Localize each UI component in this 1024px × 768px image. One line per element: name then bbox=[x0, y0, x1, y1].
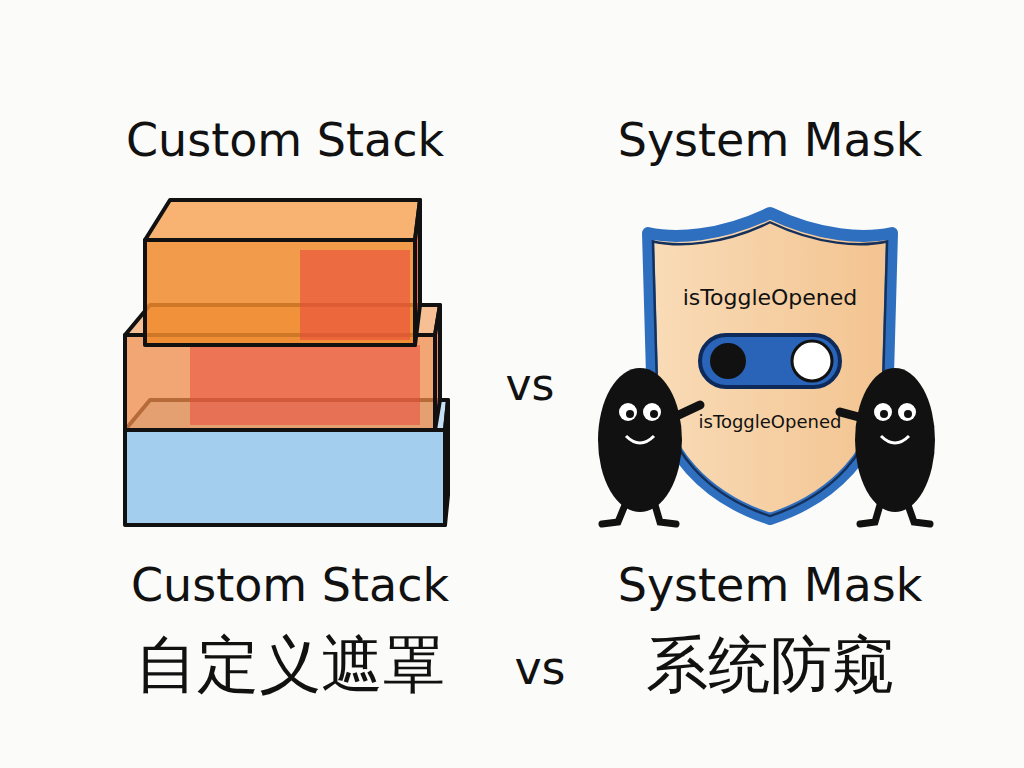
box-side-face bbox=[415, 200, 420, 345]
toggle-knob bbox=[792, 341, 832, 381]
character-smile bbox=[881, 436, 909, 443]
shield-outline bbox=[640, 205, 900, 525]
caption-label: Custom Stack bbox=[126, 115, 444, 166]
box-front-face bbox=[125, 430, 445, 525]
character-pupil bbox=[626, 410, 634, 418]
character-feet bbox=[602, 505, 676, 524]
caption-label: vs bbox=[506, 361, 555, 409]
character-body bbox=[598, 368, 682, 512]
shield-inner-line bbox=[653, 222, 887, 516]
character-body bbox=[855, 368, 935, 512]
caption-label: System Mask bbox=[618, 560, 923, 611]
character-eye bbox=[874, 403, 892, 421]
character-pupil bbox=[904, 410, 912, 418]
box-side-face bbox=[445, 400, 448, 525]
caption-label: 系统防窥 bbox=[646, 631, 894, 699]
character-eye bbox=[619, 403, 637, 421]
left-character bbox=[598, 368, 700, 524]
toggle-switch bbox=[700, 335, 840, 387]
box-top-face bbox=[145, 200, 420, 240]
caption-label: System Mask bbox=[618, 115, 923, 166]
character-smile bbox=[626, 436, 654, 443]
box-front-face bbox=[145, 240, 415, 345]
character-pupil bbox=[650, 410, 658, 418]
caption-label: 自定义遮罩 bbox=[135, 631, 445, 699]
box-front-face bbox=[125, 335, 435, 430]
variable-label: isToggleOpened bbox=[699, 412, 842, 432]
box-side-face bbox=[435, 305, 440, 430]
character-eye bbox=[898, 403, 916, 421]
shield-shape bbox=[648, 213, 892, 519]
shield-node: isToggleOpened isToggleOpened bbox=[640, 205, 900, 525]
character-arm bbox=[840, 412, 870, 420]
variable-label: isToggleOpened bbox=[683, 286, 858, 310]
caption-label: Custom Stack bbox=[131, 560, 449, 611]
toggle-track bbox=[700, 335, 840, 387]
character-arm bbox=[668, 405, 700, 420]
character-feet bbox=[860, 505, 930, 524]
box-inner-red bbox=[300, 250, 410, 340]
toggle-knob bbox=[710, 343, 746, 379]
right-character bbox=[840, 368, 935, 524]
character-pupil bbox=[880, 410, 888, 418]
character-eye bbox=[643, 403, 661, 421]
box-inner-red bbox=[190, 345, 420, 425]
caption-label: vs bbox=[514, 643, 565, 694]
